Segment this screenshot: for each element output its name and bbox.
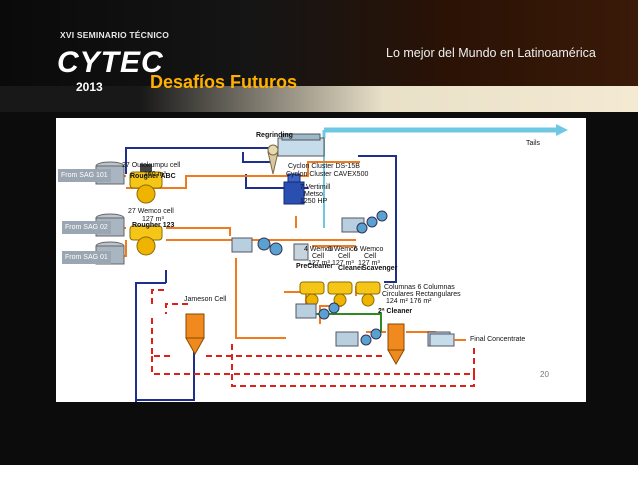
columnas-label-2: Circulares Rectangulares [382,291,461,298]
wemco-27-label: 27 Wemco cell [128,208,174,215]
cyclone-icon [267,144,279,175]
tails-arrowhead [556,124,568,136]
conditioning-tanks [231,210,388,256]
wemco-cell-1-l2: Cell [312,253,325,260]
scavenger-label: Scavenger [362,265,398,272]
wemco-cell-2-l2: Cell [338,253,351,260]
seminar-label: XVI SEMINARIO TÉCNICO [60,30,170,40]
wemco-27-volume: 127 m³ [142,216,164,223]
slide-title: Desafíos Futuros [150,72,298,92]
vertimill-icon [283,173,305,205]
precleaner-label: PreCleaner [296,263,333,270]
cyclone-label-2: Cyclon Cluster CAVEX500 [286,171,369,178]
wemco-cell-3-l2: Cell [364,253,377,260]
header-banner: XVI SEMINARIO TÉCNICO CYTEC 2013 Lo mejo… [0,0,638,112]
wemco-cell-3-l3: 127 m³ [358,260,380,267]
regrinding-label: Regrinding [256,132,293,139]
flowsheet-panel: From SAG 101 From SAG 02 From SAG 01 27 … [56,118,586,402]
jameson-label: Jameson Cell [184,296,227,303]
rougher-abc-cell [129,164,163,204]
slide: XVI SEMINARIO TÉCNICO CYTEC 2013 Lo mejo… [0,0,638,465]
wemco-cell-1-l3: 127 m³ [308,260,330,267]
regrinding-tank [277,133,325,157]
vertimill-label-1: 7 Vertimill [300,184,331,191]
vertimill-label-3: 1250 HP [300,198,328,205]
jameson-cell [185,313,205,356]
columnas-label-1: Columnas 6 Columnas [384,284,455,291]
red-dashed-lines [151,289,475,387]
cleaner-label: Cleaner [338,265,364,272]
final-concentrate-label: Final Concentrate [470,336,526,343]
source-sag-02: From SAG 02 [62,221,111,234]
final-concentrate-tank [429,333,466,347]
wemco-cell-2-l3: 127 m³ [332,260,354,267]
page-number: 20 [540,370,549,379]
tails-label: Tails [526,140,541,147]
wemco-cell-1-l1: 4 Wemco [304,246,334,253]
wemco-cell-2-l1: 6 Wemco [328,246,358,253]
banner-strip [0,86,638,112]
vertimill-label-2: Metso [304,191,324,198]
column-cells [387,323,405,366]
wemco-cell-3-l1: 6 Wemco [354,246,384,253]
cyclone-label-1: Cyclon Cluster DS-15B [288,163,360,170]
blue-lines [125,147,397,402]
cytec-logo: CYTEC [57,46,164,79]
rougher-abc-label: Rougher ABC [130,173,176,180]
outokumpu-volume: 160 m³ [144,171,166,178]
flowsheet-diagram [86,124,568,402]
second-cleaner-label: 2ª Cleaner [378,308,413,315]
source-sag-101: From SAG 101 [58,169,111,182]
columnas-label-3: 124 m² 176 m² [386,298,432,305]
rougher-123-label: Rougher 123 [132,222,175,229]
year-label: 2013 [76,80,103,94]
rougher-123-cell [129,225,163,256]
outokumpu-label: 27 Outokumpu cell [122,162,181,169]
motto: Lo mejor del Mundo en Latinoamérica [386,46,596,60]
source-sag-01: From SAG 01 [62,251,111,264]
cleaner-cells [293,243,381,307]
